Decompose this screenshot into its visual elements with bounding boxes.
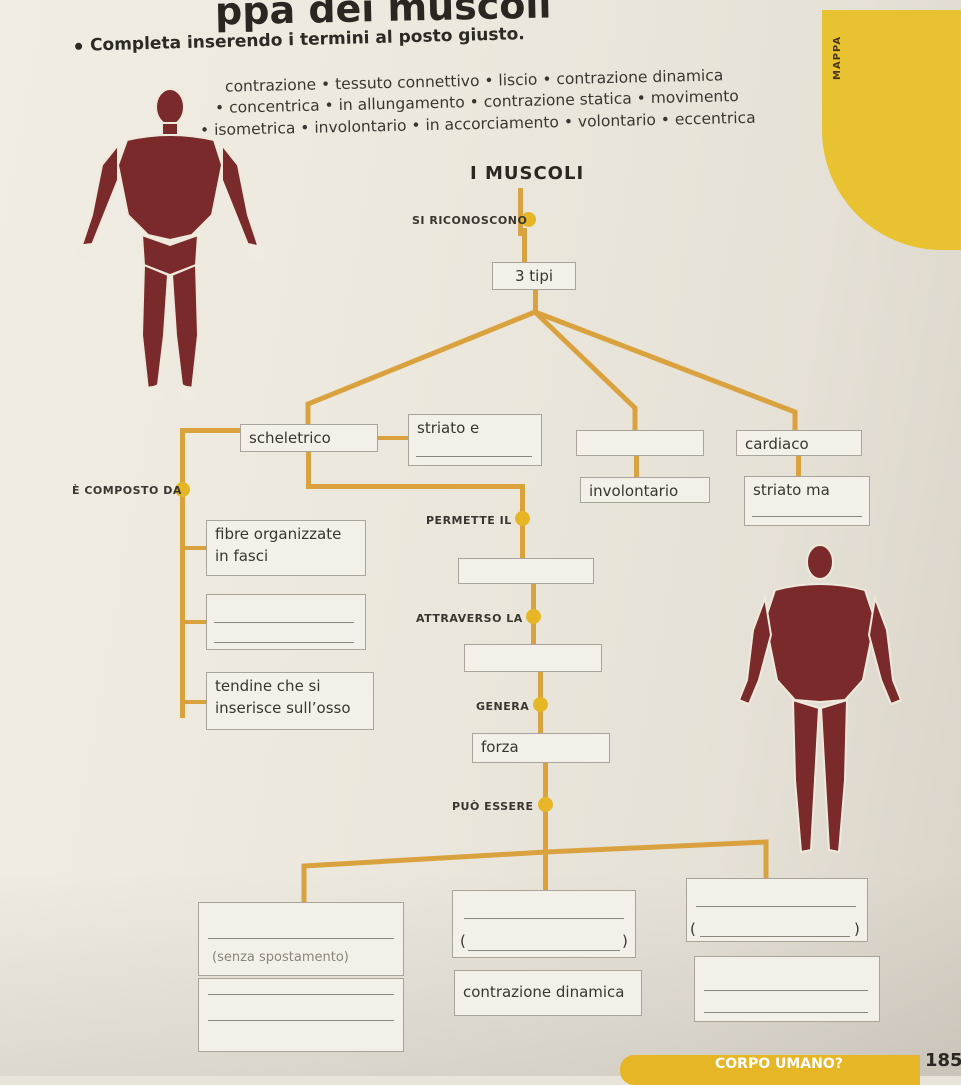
blank-bottom-right-1 [696,906,856,907]
box-blank-movimento [458,558,594,584]
connector [518,188,523,236]
box-fibre-line1: fibre organizzate [215,525,342,543]
blank-bottom-right-2b [704,1012,868,1013]
blank-bottom-left [208,938,394,939]
connector [378,436,410,440]
box-bottom-right-2 [694,956,880,1022]
box-tendine-line1: tendine che si [215,677,321,695]
muscle-figure-back [737,544,903,854]
blank-bottom-mid-1 [464,918,624,919]
connector-dot [533,697,548,712]
connector [634,456,639,478]
box-scheletrico: scheletrico [240,424,378,452]
connector [180,428,185,718]
caption-attraverso: ATTRAVERSO LA [416,612,523,625]
box-striato-text: striato e [417,419,480,437]
box-forza: forza [472,733,610,763]
connector-dot [526,609,541,624]
box-striato: striato e [408,414,542,466]
box-contrazione-dinamica-text: contrazione dinamica [463,983,625,1001]
box-3-tipi: 3 tipi [492,262,576,290]
page-number: 185 [925,1050,961,1071]
box-bottom-right-close: ) [854,920,860,938]
blank-bottom-right-2a [704,990,868,991]
connector [533,290,538,314]
box-bottom-right-open: ( [690,920,696,938]
muscle-figure-front [76,88,266,401]
footer-text: CORPO UMANO? [715,1056,843,1072]
blank-striato [416,456,532,457]
box-contrazione-dinamica: contrazione dinamica [454,970,642,1016]
connector-dot [538,797,553,812]
connector [182,700,208,704]
connector [182,546,208,550]
box-bottom-mid-open: ( [460,932,466,950]
mappa-tab-label: MAPPA [832,35,843,80]
connector [306,452,311,488]
connector-dot [515,511,530,526]
connector [543,763,548,893]
connector [182,620,208,624]
box-bottom-left-paren: (senza spostamento) [212,950,349,965]
blank-tessuto-1 [214,622,354,623]
box-tendine: tendine che si inserisce sull’osso [206,672,374,730]
box-bottom-left-2 [198,978,404,1052]
box-bottom-left [198,902,404,976]
bullet-icon [74,42,83,50]
box-tendine-line2: inserisce sull’osso [215,699,351,717]
connector [306,484,524,489]
connector [522,228,527,262]
caption-genera: GENERA [476,700,530,713]
connector [796,456,801,478]
box-bottom-mid-close: ) [622,932,628,950]
blank-striato-ma [752,516,862,517]
connector-dot [175,482,190,497]
bottom-branch-lines [301,839,769,906]
caption-composto-da: È COMPOSTO DA [72,484,182,497]
connector [182,428,242,433]
box-involontario: involontario [580,477,710,503]
box-blank-contrazione [464,644,602,672]
box-bottom-mid [452,890,636,958]
blank-bottom-left-2a [208,994,394,995]
box-blank-liscio [576,430,704,456]
box-fibre: fibre organizzate in fasci [206,520,366,576]
box-striato-ma-text: striato ma [753,481,830,499]
caption-puo-essere: PUÒ ESSERE [452,800,534,813]
box-striato-ma: striato ma [744,476,870,526]
caption-si-riconoscono: SI RICONOSCONO [412,214,528,227]
blank-bottom-left-2b [208,1020,394,1021]
blank-bottom-mid-2 [468,950,620,951]
map-heading: I MUSCOLI [470,163,585,184]
box-cardiaco: cardiaco [736,430,862,456]
branch-lines [305,309,798,435]
connector-dot [521,212,536,227]
blank-tessuto-2 [214,642,354,643]
blank-bottom-right-2 [700,936,850,937]
box-bottom-right [686,878,868,942]
caption-permette: PERMETTE IL [426,514,512,527]
box-fibre-line2: in fasci [215,547,269,565]
